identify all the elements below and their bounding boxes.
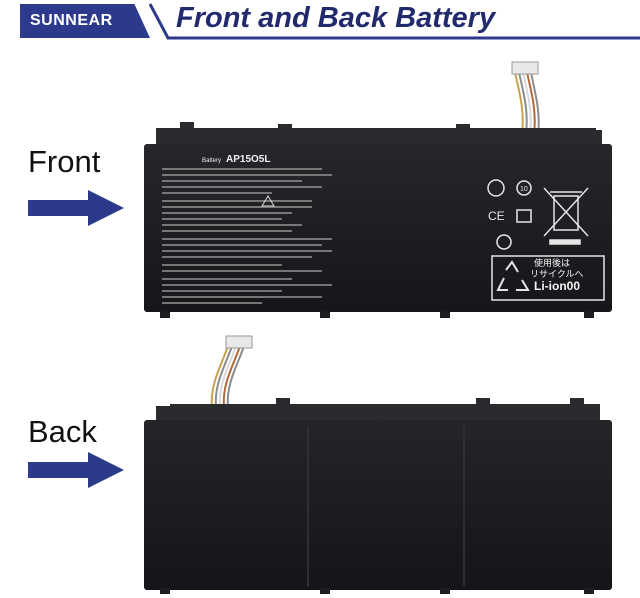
- back-wire-harness: [210, 335, 253, 407]
- battery-model-prefix: Battery: [202, 158, 222, 164]
- front-battery: 10 CE: [144, 61, 612, 318]
- crossed-bin-icon: [543, 187, 589, 245]
- lab-mark-icon: [496, 234, 512, 250]
- front-label: Front: [28, 144, 101, 179]
- header: SUNNEAR Front and Back Battery: [0, 0, 640, 44]
- svg-text:10: 10: [520, 186, 528, 193]
- back-arrow-icon: [28, 452, 124, 488]
- ce-mark-icon: CE: [488, 209, 505, 223]
- recycle-10-icon: [516, 180, 532, 196]
- warning-triangle-icon: [261, 195, 275, 207]
- back-battery: [144, 335, 612, 594]
- front-wire-harness: [511, 61, 540, 135]
- recycle-label-line1: 使用後は: [534, 258, 571, 268]
- battery-model: AP15O5L: [226, 154, 271, 165]
- brand-label: SUNNEAR: [30, 12, 113, 29]
- no-disassemble-icon: [516, 209, 532, 223]
- chemistry-label: Li-ion00: [534, 279, 581, 293]
- page-title: Front and Back Battery: [176, 2, 496, 34]
- certification-mark-icon: [487, 179, 505, 197]
- recycle-label-line2: リサイクルへ: [530, 269, 584, 279]
- header-underline: [148, 3, 640, 40]
- recycle-box: [491, 255, 605, 301]
- front-arrow-icon: [28, 190, 124, 226]
- brand-tab: [20, 4, 150, 38]
- label-fine-print: [162, 168, 332, 304]
- back-label: Back: [28, 414, 97, 449]
- recycle-arrows-icon: [496, 260, 530, 291]
